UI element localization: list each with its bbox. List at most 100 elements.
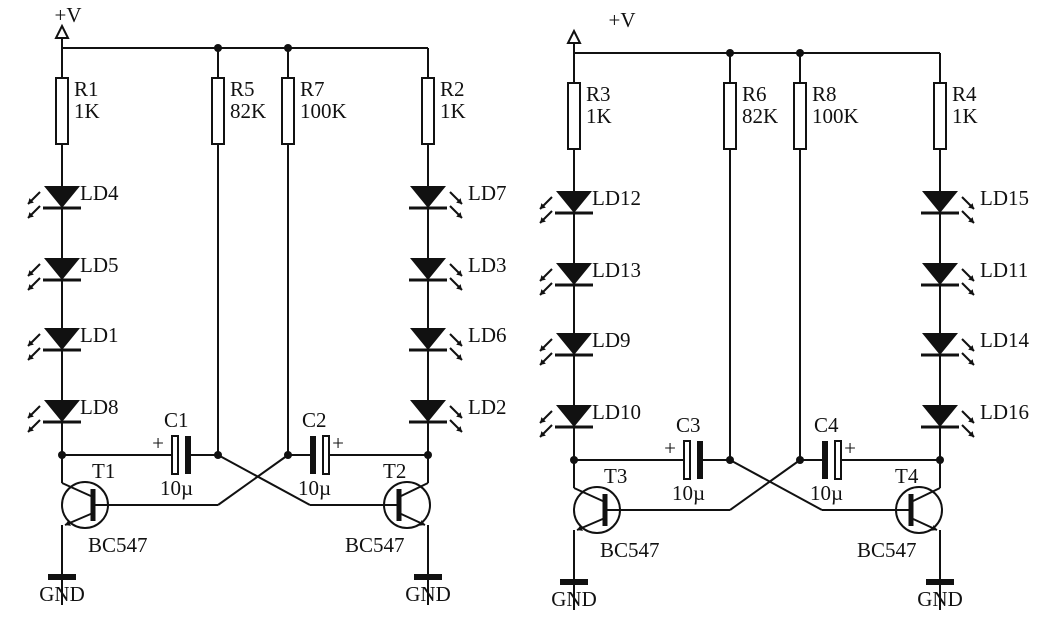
circuit-2: +VR31KR682KR8100KR41KLD12LD13LD9LD10LD15…: [539, 8, 1029, 611]
ground-symbol: GND: [405, 574, 451, 606]
resistor-ref: R8: [812, 82, 837, 106]
led-triangle: [922, 333, 958, 355]
resistor-value: 1K: [952, 104, 978, 128]
capacitor-value: 10µ: [298, 476, 331, 500]
supply-rail: [62, 44, 429, 78]
capacitor-plate-solid: [185, 436, 191, 474]
led-ld15: LD15: [921, 186, 1029, 224]
capacitor-value: 10µ: [672, 481, 705, 505]
capacitor-polarity: +: [152, 431, 164, 455]
resistor-ref: R7: [300, 77, 325, 101]
capacitor-ref: C3: [676, 413, 701, 437]
ground-label: GND: [39, 582, 85, 606]
transistor-ref: T4: [895, 464, 919, 488]
resistor-ref: R5: [230, 77, 255, 101]
capacitor-plate-solid: [697, 441, 703, 479]
resistor-body: [567, 82, 581, 150]
led-ld16: LD16: [921, 400, 1029, 438]
led-triangle: [44, 258, 80, 280]
ground-symbol: GND: [39, 574, 85, 606]
led-triangle: [922, 191, 958, 213]
transistor-ref: T1: [92, 459, 115, 483]
resistor-value: 100K: [812, 104, 859, 128]
cross-coupling: [620, 459, 897, 511]
supply-arrow: [54, 23, 70, 39]
resistor-body: [55, 77, 69, 145]
capacitor-plate-solid: [310, 436, 316, 474]
resistor-body: [723, 82, 737, 150]
led-ld12: LD12: [539, 186, 641, 224]
supply-label: +V: [608, 8, 635, 32]
led-ld14: LD14: [921, 328, 1029, 366]
capacitor-polarity: +: [664, 436, 676, 460]
led-label: LD12: [592, 186, 641, 210]
capacitor-polarity: +: [332, 431, 344, 455]
capacitor-plate-outline: [834, 440, 842, 480]
resistor-body: [933, 82, 947, 150]
led-ld9: LD9: [539, 328, 631, 366]
capacitor-ref: C1: [164, 408, 189, 432]
resistor-value: 1K: [74, 99, 100, 123]
ground-label: GND: [917, 587, 963, 611]
resistor-value: 1K: [440, 99, 466, 123]
led-label: LD1: [80, 323, 119, 347]
led-ld4: LD4: [27, 181, 119, 219]
transistor-type: BC547: [345, 533, 405, 557]
led-ld10: LD10: [539, 400, 641, 438]
led-triangle: [44, 328, 80, 350]
capacitor-ref: C4: [814, 413, 839, 437]
capacitor-plate-outline: [171, 435, 179, 475]
ground-label: GND: [405, 582, 451, 606]
transistor-type: BC547: [857, 538, 917, 562]
led-label: LD9: [592, 328, 631, 352]
ground-symbol: GND: [917, 579, 963, 611]
led-ld11: LD11: [921, 258, 1028, 296]
led-label: LD6: [468, 323, 507, 347]
resistor-ref: R2: [440, 77, 465, 101]
resistor-value: 82K: [230, 99, 266, 123]
resistor-ref: R1: [74, 77, 99, 101]
led-ld2: LD2: [409, 395, 507, 433]
junction-dot: [570, 456, 578, 464]
led-label: LD10: [592, 400, 641, 424]
led-ld6: LD6: [409, 323, 507, 361]
led-label: LD14: [980, 328, 1029, 352]
resistor-value: 100K: [300, 99, 347, 123]
resistor-value: 82K: [742, 104, 778, 128]
resistor-body: [793, 82, 807, 150]
led-ld7: LD7: [409, 181, 507, 219]
led-triangle: [922, 405, 958, 427]
capacitor-value: 10µ: [160, 476, 193, 500]
junction-dot: [936, 456, 944, 464]
led-label: LD16: [980, 400, 1029, 424]
capacitor-c1: +C1 10µ: [152, 408, 193, 500]
led-triangle: [410, 400, 446, 422]
led-triangle: [410, 186, 446, 208]
transistor-ref: T2: [383, 459, 406, 483]
junction-dot: [424, 451, 432, 459]
led-label: LD15: [980, 186, 1029, 210]
capacitor-plate-solid: [822, 441, 828, 479]
led-triangle: [44, 400, 80, 422]
resistor-body: [211, 77, 225, 145]
led-label: LD8: [80, 395, 119, 419]
resistor-body: [421, 77, 435, 145]
capacitor-plate-outline: [683, 440, 691, 480]
led-ld3: LD3: [409, 253, 507, 291]
supply-rail: [574, 49, 941, 83]
transistor-ref: T3: [604, 464, 627, 488]
led-label: LD3: [468, 253, 507, 277]
capacitor-c3: +C3 10µ: [664, 413, 705, 505]
capacitor-plate-outline: [322, 435, 330, 475]
led-label: LD11: [980, 258, 1028, 282]
led-label: LD7: [468, 181, 507, 205]
led-triangle: [556, 191, 592, 213]
led-ld13: LD13: [539, 258, 641, 296]
